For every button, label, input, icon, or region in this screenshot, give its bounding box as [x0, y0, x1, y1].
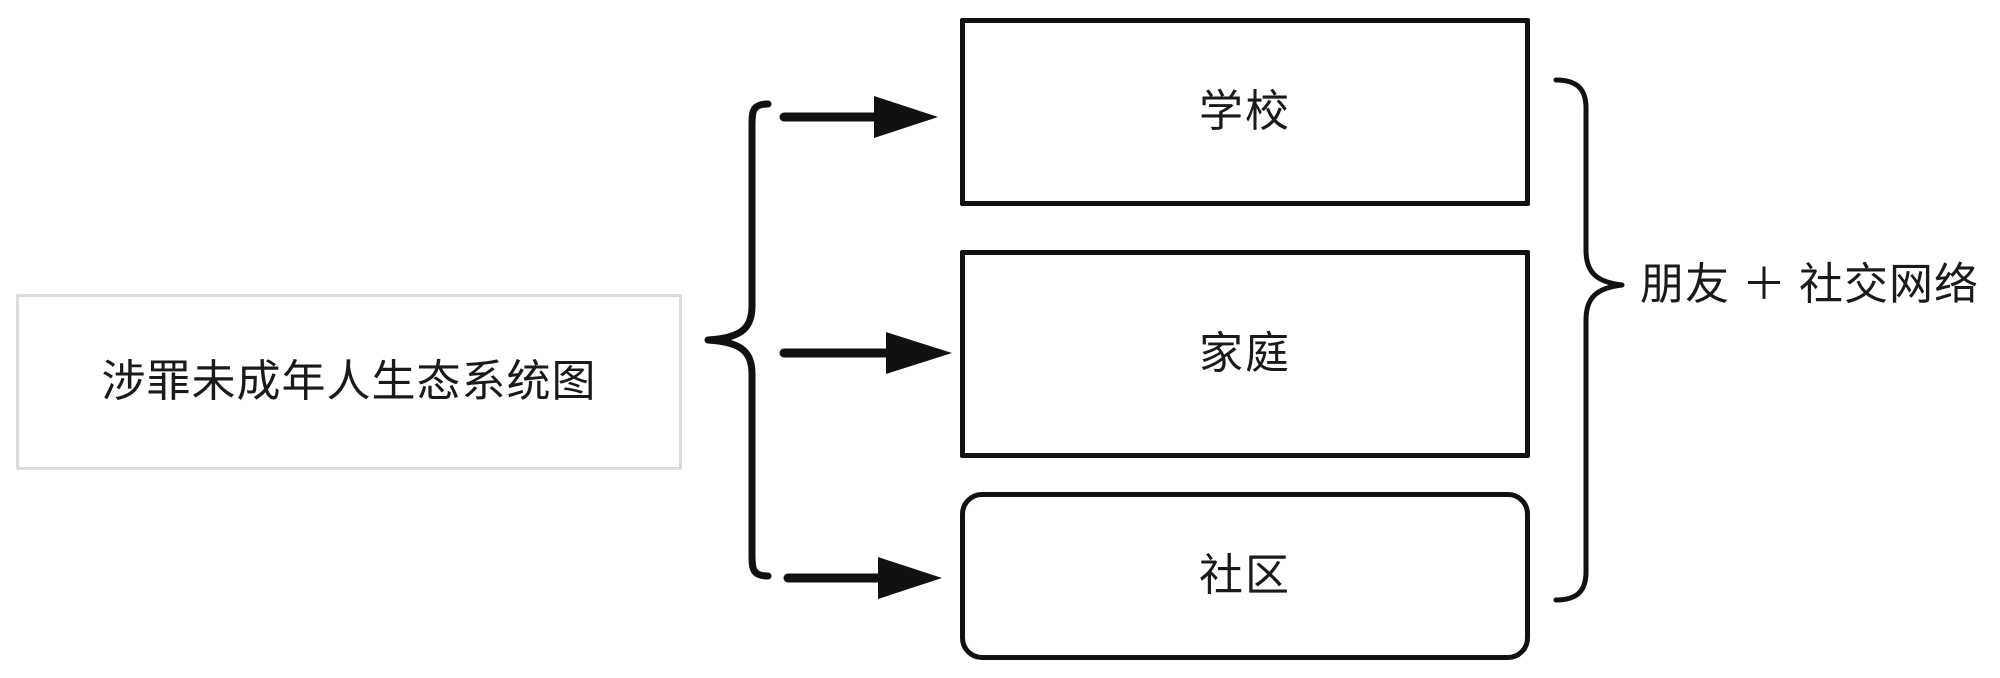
left-curly-brace-icon [704, 100, 772, 580]
arrow-to-community [783, 557, 942, 599]
node-community[interactable]: 社区 [960, 492, 1530, 660]
node-community-label: 社区 [1199, 551, 1291, 600]
node-root-label: 涉罪未成年人生态系统图 [101, 357, 597, 406]
arrow-to-family [779, 332, 952, 374]
annotation-friends-social-network: 朋友 ＋ 社交网络 [1640, 252, 1995, 318]
node-family-label: 家庭 [1199, 329, 1291, 378]
node-school[interactable]: 学校 [960, 18, 1530, 206]
node-root-ecosystem[interactable]: 涉罪未成年人生态系统图 [16, 294, 682, 470]
right-curly-brace-icon [1553, 77, 1625, 603]
annotation-label: 朋友 ＋ 社交网络 [1640, 260, 1979, 309]
node-family[interactable]: 家庭 [960, 250, 1530, 458]
arrow-to-school [779, 96, 938, 138]
node-school-label: 学校 [1199, 87, 1291, 136]
